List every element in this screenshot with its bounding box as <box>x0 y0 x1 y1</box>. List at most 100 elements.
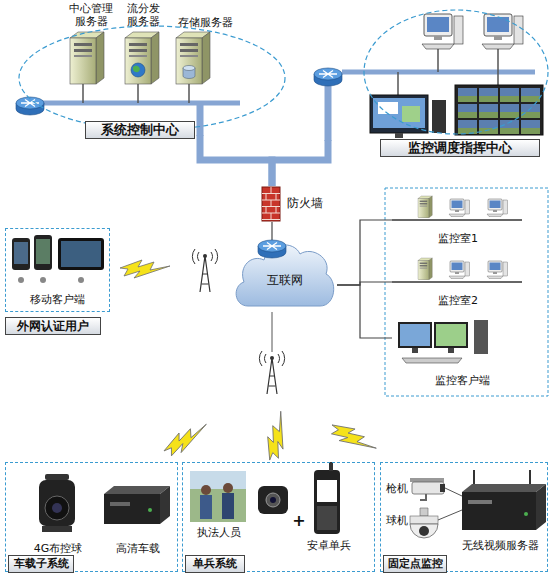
heading-label: 外网认证用户 <box>5 317 101 335</box>
node-label: 4G布控球 <box>19 542 97 555</box>
individual-devices <box>329 462 333 471</box>
node-label: 无线视频服务器 <box>453 539 547 552</box>
monitor-area <box>418 258 432 280</box>
device-node: 球机 <box>384 505 448 555</box>
network-link <box>272 140 328 186</box>
device-node: 无线视频服务器 <box>453 477 547 559</box>
node-label: 防火墙 <box>283 197 326 210</box>
internet-cloud: 互联网 <box>232 240 337 312</box>
wireless-bolts <box>327 418 379 459</box>
monitor-area <box>392 281 522 283</box>
network-link <box>337 285 392 338</box>
individual-devices <box>317 480 337 502</box>
fixed-cameras <box>420 508 428 516</box>
monitor-area <box>412 348 418 353</box>
vehicle-devices <box>39 480 75 526</box>
mobile-devices <box>12 235 104 283</box>
individual-devices <box>190 471 246 489</box>
vehicle-devices <box>39 474 170 532</box>
command-center-group: 监控调度指挥中心 <box>310 0 552 140</box>
individual-devices <box>190 462 340 534</box>
network-link <box>271 222 272 240</box>
command-center-lan <box>432 100 446 133</box>
subsystem-group: 固定点监控 枪机球机无线视频服务器 <box>380 462 548 572</box>
vehicle-devices <box>148 508 152 512</box>
antennas <box>272 312 273 352</box>
firewall-node: 防火墙 <box>262 186 326 222</box>
command-center-lan <box>373 98 425 128</box>
device-node: 高清车载 <box>101 467 175 557</box>
monitor-area <box>487 261 508 279</box>
dashed-ellipse <box>364 10 548 134</box>
node-label: 高清车载 <box>101 542 175 555</box>
node-label: 中心管理服务器 <box>66 2 116 28</box>
node-label: 移动客户端 <box>6 293 109 306</box>
monitor-room: 监控室1 <box>392 196 527 248</box>
node-label: 监控室2 <box>428 294 488 307</box>
antennas <box>259 351 284 394</box>
server-icons <box>125 32 159 84</box>
command-center-lan <box>325 80 332 141</box>
node-label: 枪机 <box>384 482 410 495</box>
firewall-icon <box>262 187 280 221</box>
node-label: 存储服务器 <box>172 16 238 29</box>
fixed-cameras <box>536 484 546 530</box>
client-group: 移动客户端外网认证用户 <box>5 228 110 312</box>
monitor-area <box>385 188 548 396</box>
command-center-lan <box>458 88 541 134</box>
antennas <box>192 249 217 292</box>
fixed-cameras <box>410 516 438 524</box>
node-label: 执法人员 <box>187 526 251 539</box>
node-label: 互联网 <box>232 274 337 287</box>
individual-devices <box>258 486 288 514</box>
command-center-lan <box>422 14 463 49</box>
firewall-icon <box>262 187 280 221</box>
monitor-area <box>448 348 454 353</box>
subsystem-group: 车载子系统4G布控球高清车载 <box>5 462 178 572</box>
server-icons <box>176 32 210 84</box>
vehicle-devices <box>110 502 130 506</box>
fixed-cameras <box>410 524 438 538</box>
fixed-cameras <box>438 488 462 520</box>
mobile-devices <box>61 241 101 267</box>
monitor-room: 监控室2 <box>392 258 527 310</box>
heading-label: 固定点监控 <box>383 555 447 573</box>
node-label: 安卓单兵 <box>301 539 357 552</box>
device-node: 执法人员 <box>187 469 251 543</box>
node-label: 球机 <box>384 514 410 527</box>
heading-label: 监控调度指挥中心 <box>380 139 540 157</box>
server-node: 存储服务器 <box>172 2 238 84</box>
command-center-lan <box>402 106 420 122</box>
subsystem-group: 单兵系统执法人员安卓单兵 <box>182 462 375 572</box>
server-icons <box>70 32 210 84</box>
device-node: 安卓单兵 <box>301 467 357 557</box>
fixed-cameras <box>412 482 444 494</box>
device-node: 4G布控球 <box>19 467 97 557</box>
node-label: 流分发服务器 <box>122 2 164 28</box>
wireless-bolts <box>262 410 292 463</box>
mobile-devices <box>78 277 84 283</box>
fixed-cameras <box>468 500 492 504</box>
monitor-area <box>474 320 488 354</box>
command-center-lan <box>314 68 342 86</box>
fixed-cameras <box>420 494 426 500</box>
monitor-area <box>402 358 462 363</box>
monitor-client: 监控客户端 <box>392 318 532 390</box>
individual-devices <box>314 470 340 534</box>
plus-sign: + <box>291 514 307 527</box>
control-center-lan <box>40 101 240 106</box>
fixed-cameras <box>524 512 528 516</box>
vehicle-devices <box>45 496 69 520</box>
wireless-bolts <box>120 260 170 278</box>
command-center-lan <box>482 14 523 49</box>
vehicle-devices <box>104 494 160 524</box>
mobile-devices <box>12 238 30 270</box>
individual-devices <box>201 485 211 495</box>
fixed-cameras <box>410 470 546 538</box>
monitor-area <box>487 199 508 217</box>
command-center-lan <box>455 85 543 135</box>
vehicle-devices <box>42 526 72 532</box>
monitor-area <box>449 261 470 279</box>
command-center-lan <box>314 14 543 141</box>
server-node: 流分发服务器 <box>122 2 164 84</box>
